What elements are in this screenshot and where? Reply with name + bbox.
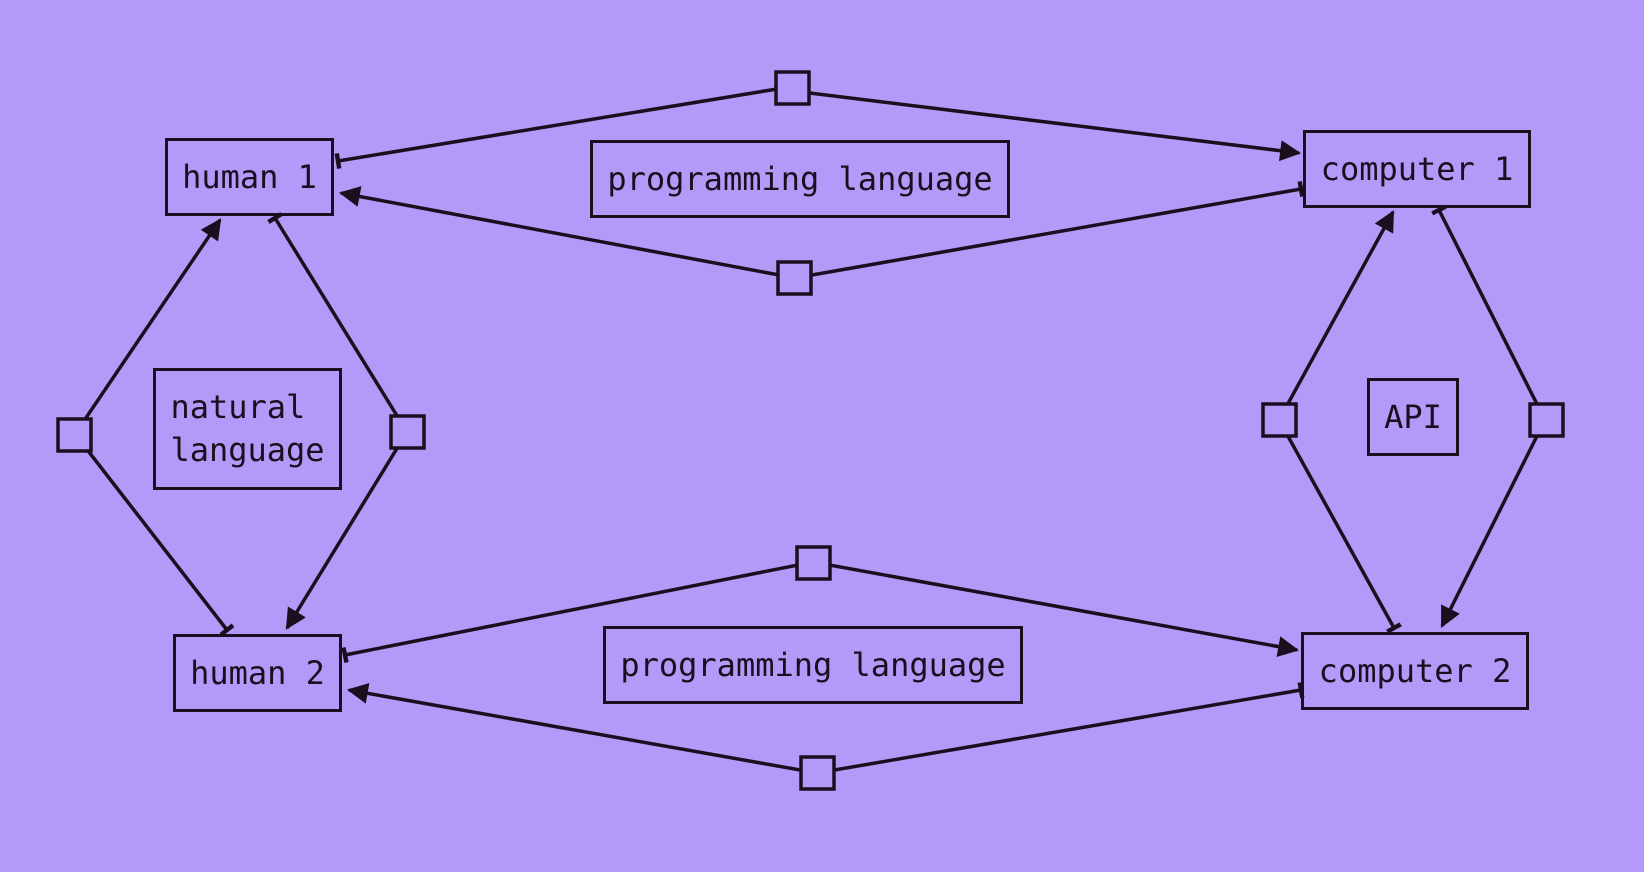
waypoint-left-outer [56, 417, 93, 453]
waypoint-top-lower [776, 260, 813, 296]
node-human-2: human 2 [173, 634, 342, 712]
waypoint-right-outer [1528, 402, 1565, 438]
channel-label-right: API [1367, 378, 1459, 456]
waypoint-bottom-lower [799, 755, 836, 791]
channel-label-bottom: programming language [603, 626, 1023, 704]
waypoint-bottom-upper [795, 545, 832, 581]
waypoint-top-upper [774, 70, 811, 106]
node-computer-2: computer 2 [1301, 632, 1529, 710]
waypoint-right-inner [1261, 402, 1298, 438]
channel-label-left: natural language [153, 368, 342, 490]
node-human-1: human 1 [165, 138, 334, 216]
waypoint-left-inner [389, 414, 426, 450]
node-computer-1: computer 1 [1303, 130, 1531, 208]
channel-label-top: programming language [590, 140, 1010, 218]
